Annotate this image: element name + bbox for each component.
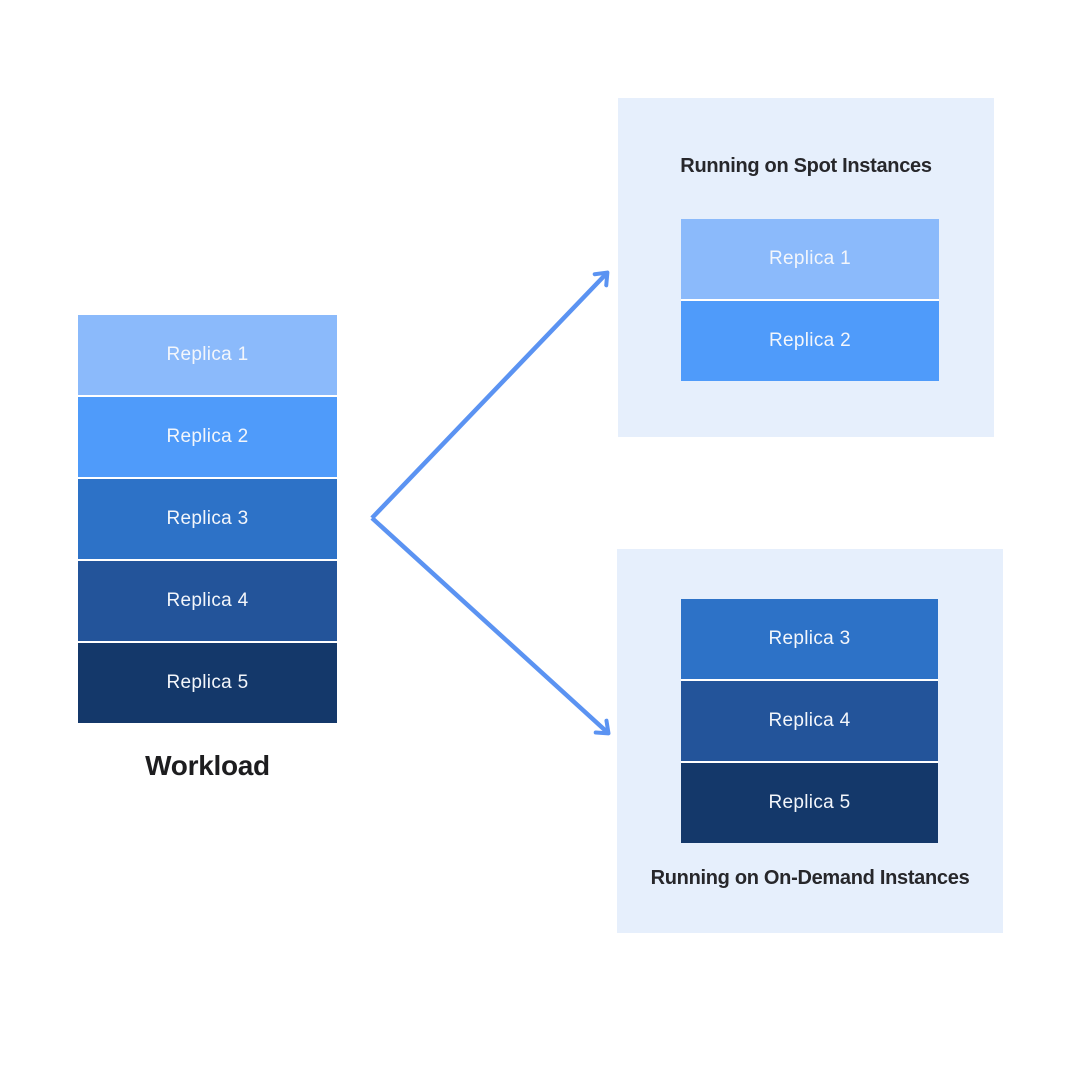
arrow-to-spot-panel <box>370 270 610 520</box>
replica-block-replica-3: Replica 3 <box>78 479 337 559</box>
arrow-to-on-demand-panel <box>370 516 611 736</box>
spot-panel-title: Running on Spot Instances <box>680 155 932 177</box>
replica-block-replica-3: Replica 3 <box>681 599 938 679</box>
replica-block-replica-1: Replica 1 <box>78 315 337 395</box>
workload-label: Workload <box>145 750 270 781</box>
replica-block-replica-2: Replica 2 <box>78 397 337 477</box>
replica-block-replica-1: Replica 1 <box>681 219 939 299</box>
replica-block-replica-4: Replica 4 <box>681 681 938 761</box>
on-demand-panel-title: Running on On-Demand Instances <box>650 867 970 889</box>
replica-block-replica-5: Replica 5 <box>78 643 337 723</box>
replica-block-replica-2: Replica 2 <box>681 301 939 381</box>
replica-block-replica-5: Replica 5 <box>681 763 938 843</box>
replica-block-replica-4: Replica 4 <box>78 561 337 641</box>
